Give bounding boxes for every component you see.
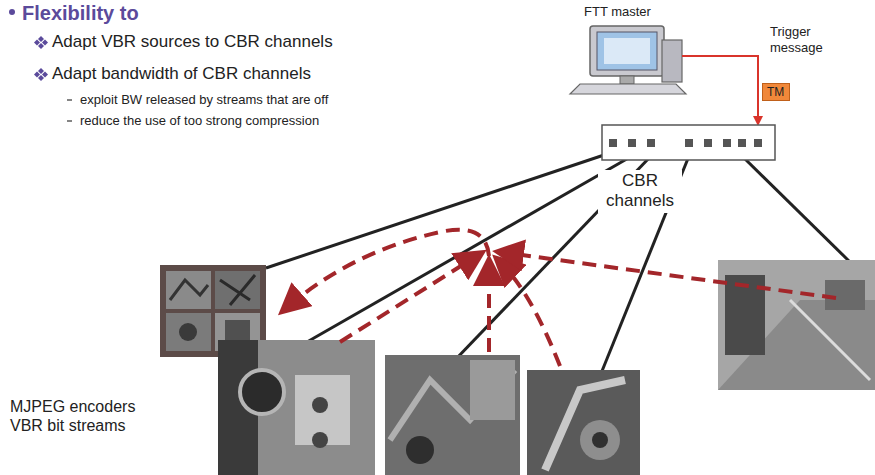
sub-bullet-text: exploit BW released by streams that are … (80, 92, 400, 108)
sub-bullet-text: reduce the use of too strong compression (80, 113, 400, 129)
slide-heading: Flexibility to (22, 1, 222, 25)
computer-icon (570, 26, 686, 94)
flow-arrows (284, 230, 836, 366)
computer-node: FTT master (584, 4, 694, 19)
bullet-dash (67, 120, 72, 121)
camera-image (718, 260, 875, 390)
bullet-diamond (34, 36, 48, 49)
arrow-label: Trigger message (770, 24, 832, 55)
source-label: MJPEG encoders VBR bit streams (10, 397, 150, 435)
bullet-diamond (34, 68, 48, 81)
bullet-dash (67, 99, 72, 100)
bullet-text: Adapt bandwidth of CBR channels (52, 64, 412, 84)
network-switch (602, 125, 775, 160)
camera-image (527, 370, 640, 475)
trigger-arrow (682, 56, 758, 124)
camera-image (218, 340, 375, 475)
bullet-dot (9, 9, 15, 15)
trigger-box: TM (762, 83, 790, 101)
node-text: FTT master (584, 4, 694, 19)
channel-label: CBR channels (598, 170, 682, 213)
node-text: TM (767, 85, 785, 99)
bullet-text: Adapt VBR sources to CBR channels (52, 32, 412, 52)
camera-image (385, 355, 520, 475)
